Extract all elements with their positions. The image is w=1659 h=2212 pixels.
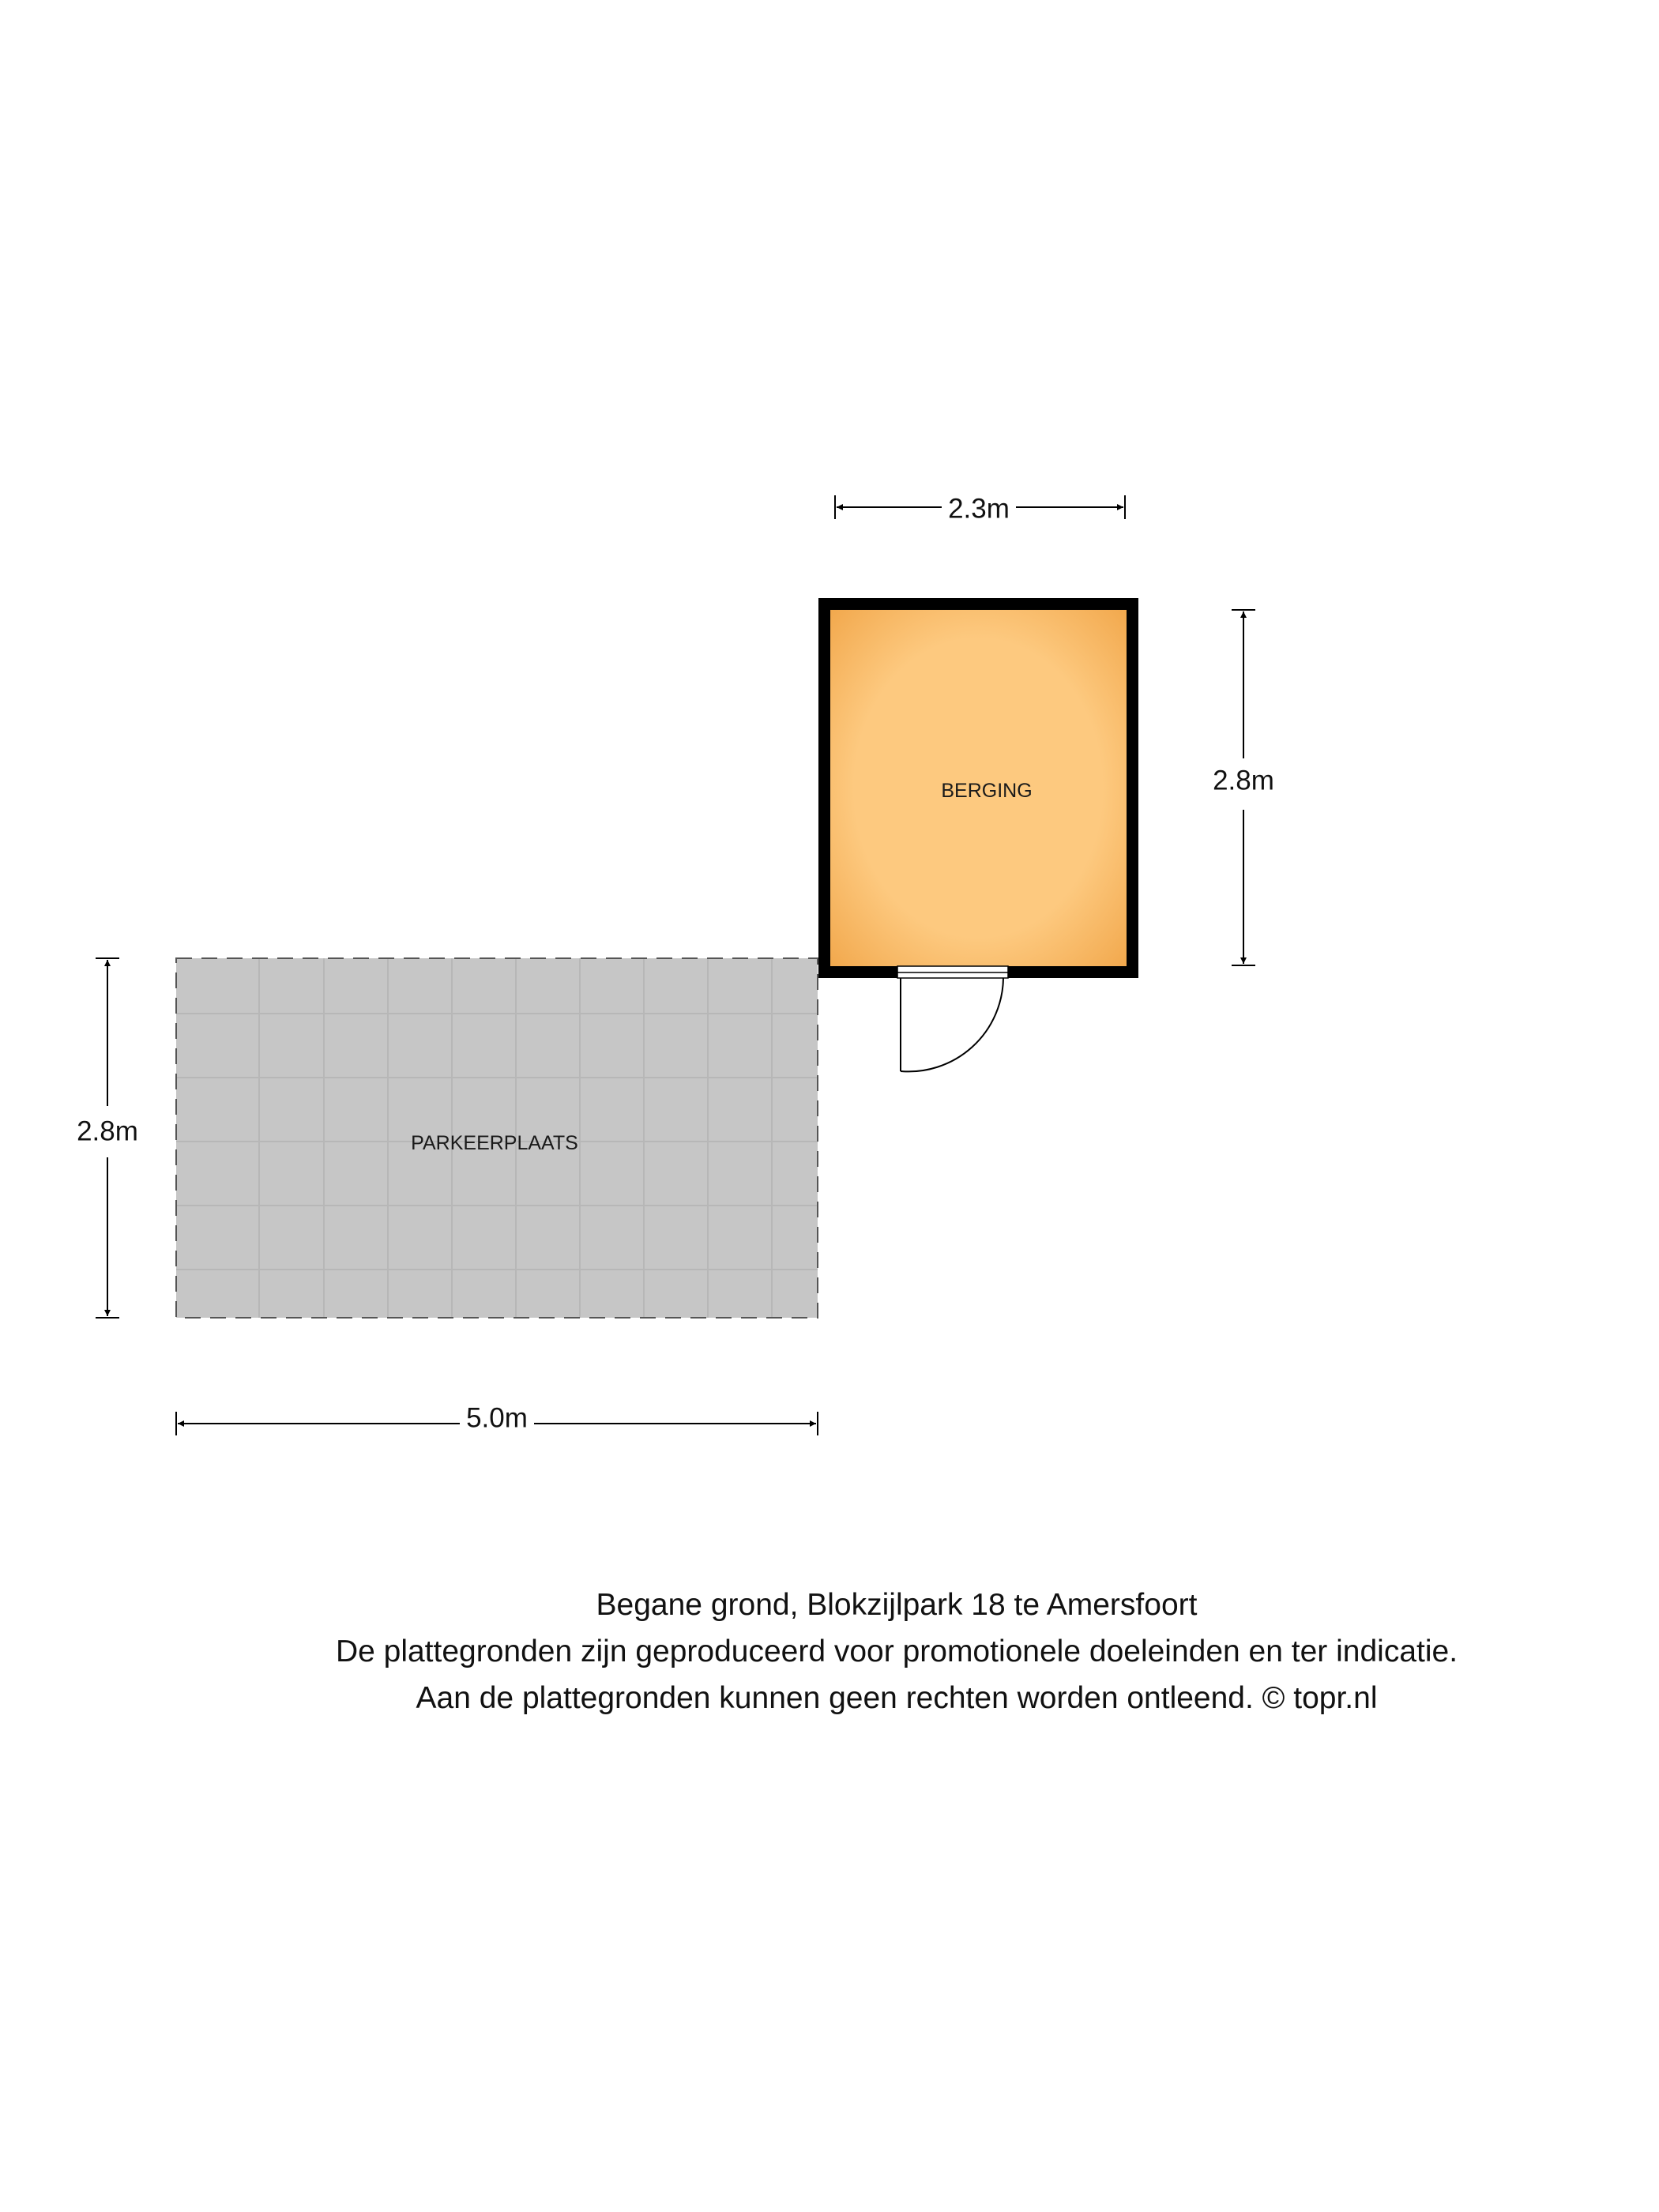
dim-berging-depth-label: 2.8m xyxy=(1213,765,1274,796)
plan-caption: Begane grond, Blokzijlpark 18 te Amersfo… xyxy=(0,1582,1659,1721)
dim-berging-width: 2.3m xyxy=(834,493,1126,524)
berging-label: BERGING xyxy=(941,780,1032,802)
dim-parking-width-label: 5.0m xyxy=(466,1402,528,1433)
dim-parking-width: 5.0m xyxy=(175,1402,818,1435)
dim-berging-depth: 2.8m xyxy=(1213,609,1274,966)
door-swing-arc xyxy=(900,977,1004,1073)
berging-room: BERGING xyxy=(818,598,1138,978)
parking-boundary xyxy=(175,957,818,1319)
caption-title: Begane grond, Blokzijlpark 18 te Amersfo… xyxy=(596,1588,1198,1622)
parking-tiles xyxy=(176,958,818,1318)
dim-berging-width-label: 2.3m xyxy=(948,493,1010,524)
caption-disclaimer-1: De plattegronden zijn geproduceerd voor … xyxy=(335,1635,1458,1668)
dim-parking-depth-label: 2.8m xyxy=(77,1115,138,1146)
parking-surface xyxy=(176,958,818,1318)
parking-area: PARKEERPLAATS xyxy=(175,957,818,1319)
caption-disclaimer-2: Aan de plattegronden kunnen geen rechten… xyxy=(416,1681,1378,1715)
berging-floor xyxy=(830,610,1127,966)
dim-parking-depth: 2.8m xyxy=(77,957,138,1319)
parkeerplaats-label: PARKEERPLAATS xyxy=(411,1132,578,1154)
berging-door xyxy=(897,965,1009,1073)
